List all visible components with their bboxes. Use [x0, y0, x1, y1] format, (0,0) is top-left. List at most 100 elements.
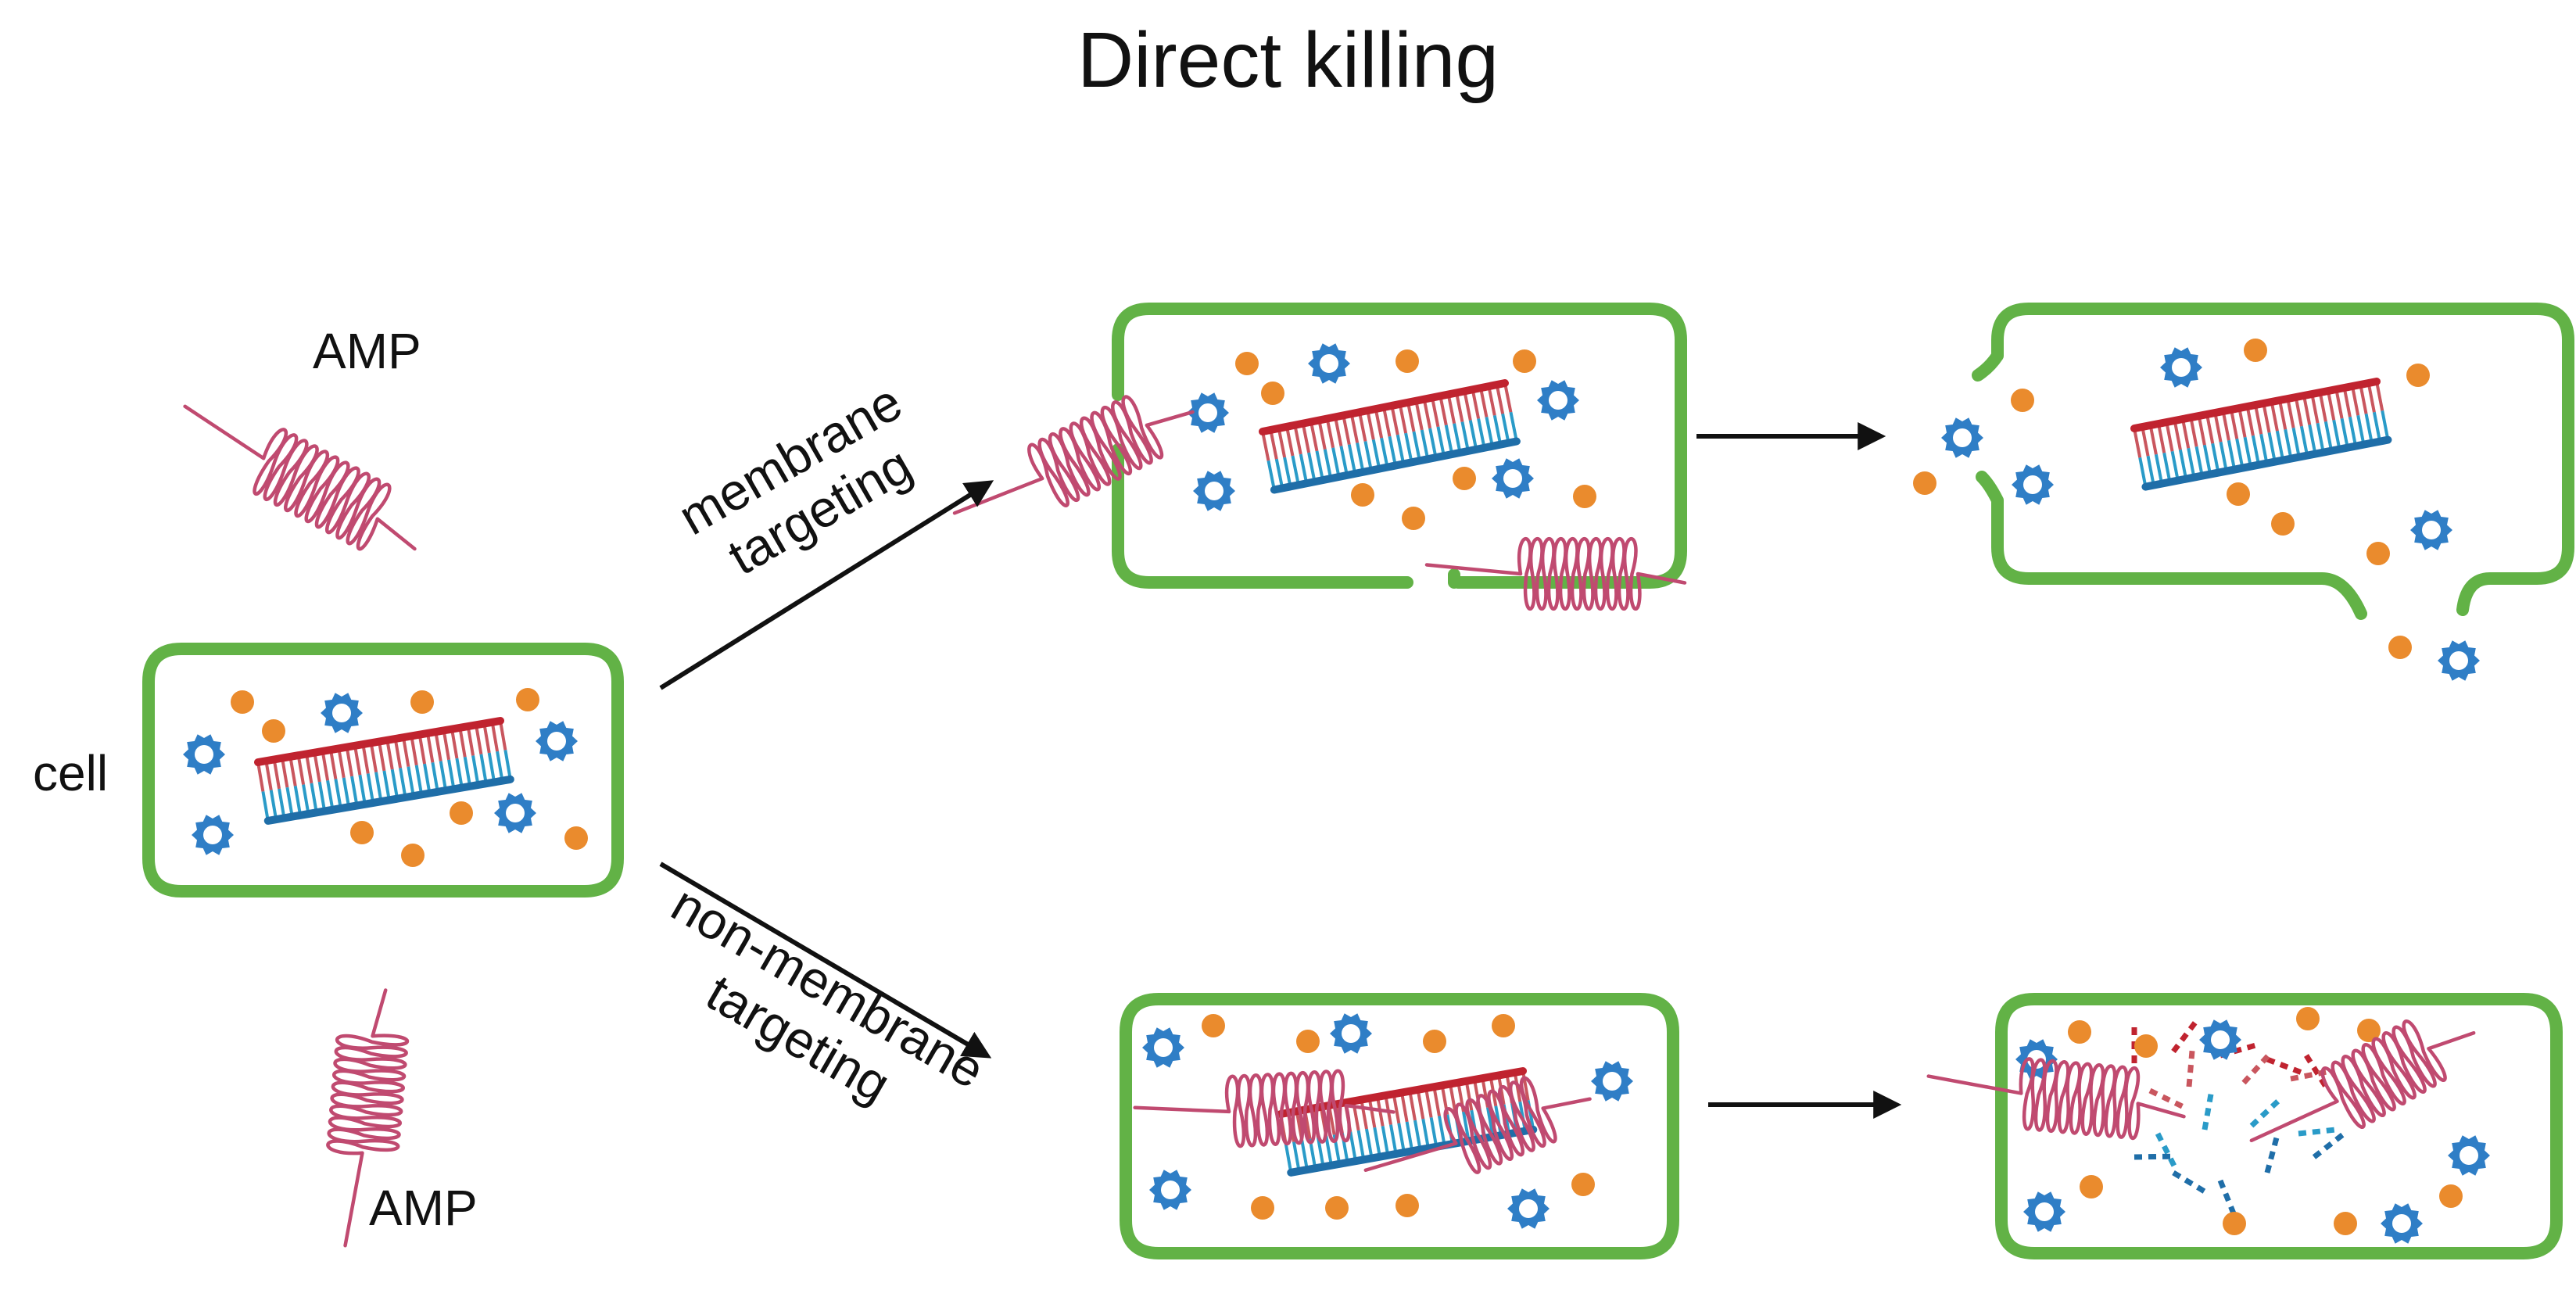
dna-rung: [2245, 406, 2255, 436]
metabolite-dot: [2271, 512, 2295, 536]
dna-rung: [1509, 411, 1518, 442]
amp-label-bottom: AMP: [369, 1180, 478, 1236]
dna-rung: [2356, 414, 2366, 445]
metabolite-dot: [2296, 1007, 2320, 1030]
amp-coil-path: [326, 988, 410, 1248]
dna-rung: [1468, 420, 1478, 450]
metabolite-dot: [1235, 352, 1259, 375]
amp-free-top: [183, 404, 417, 551]
dna-rung: [1413, 1120, 1422, 1150]
dna-rung: [385, 740, 394, 770]
dna-rung: [2213, 412, 2223, 442]
protein-icon: [1187, 392, 1229, 433]
protein-icon: [2448, 1135, 2490, 1176]
dna-helix-ruptured: [2130, 378, 2392, 491]
dna-rung: [1334, 417, 1343, 447]
protein-gear-hole: [1342, 1024, 1360, 1043]
dna-rung: [447, 759, 456, 790]
metabolite-dot: [2388, 636, 2412, 659]
protein-icon: [2410, 510, 2452, 550]
dna-rung: [2148, 425, 2158, 455]
amp-coil-path: [2249, 1019, 2476, 1143]
dna-rung: [317, 781, 327, 812]
dna-rung: [293, 786, 303, 816]
dna-rung: [2318, 392, 2327, 422]
dna-strand-bottom: [263, 775, 514, 825]
dna-rung: [1269, 429, 1278, 460]
dna-rung: [1356, 1130, 1366, 1160]
protein-gear-hole: [547, 732, 566, 751]
dna-rung: [1339, 446, 1349, 476]
dna-rung: [1503, 382, 1513, 413]
amp-coil-path: [1424, 537, 1687, 611]
metabolite-dot: [2068, 1020, 2091, 1044]
dna-rung: [1380, 437, 1389, 468]
dna-rung: [1365, 1128, 1374, 1159]
dna-rung: [281, 758, 289, 788]
dna-rung: [479, 754, 488, 784]
protein-icon: [2023, 1191, 2065, 1232]
dna-rung: [2262, 403, 2271, 433]
dna-rung: [2351, 385, 2360, 416]
protein-gear-hole: [2211, 1030, 2230, 1049]
metabolite-dot: [2334, 1212, 2357, 1235]
dna-rung: [358, 774, 367, 805]
dna-rung: [2302, 395, 2312, 425]
dna-rung: [2364, 413, 2374, 443]
metabolite-dot: [2406, 364, 2430, 387]
metabolite-dot: [2366, 542, 2390, 565]
dna-rung: [2230, 409, 2239, 439]
metabolite-dot: [2439, 1184, 2463, 1208]
dna-rung: [1395, 434, 1406, 464]
metabolite-dot: [1913, 471, 1936, 495]
dna-rung: [305, 754, 313, 784]
dna-rung: [1477, 418, 1486, 449]
dna-rung: [2181, 418, 2191, 449]
dna-rung: [1398, 403, 1408, 434]
dna-rung: [431, 762, 439, 793]
metabolite-dot: [1325, 1196, 1349, 1220]
dna-rung: [1487, 385, 1496, 416]
dna-rung: [1405, 1121, 1414, 1152]
dna-rung: [2227, 439, 2237, 470]
protein-gear-hole: [1320, 354, 1338, 373]
dna-rung: [1317, 420, 1327, 450]
dna-rung: [423, 763, 432, 794]
dna-rung: [499, 720, 507, 751]
dna-rung: [1463, 390, 1472, 421]
amp-coil-path: [183, 404, 417, 551]
dna-fragment: [2186, 1047, 2195, 1087]
dna-rung: [1501, 413, 1510, 443]
dna-rung: [2173, 420, 2182, 450]
protein-icon: [494, 793, 536, 833]
dna-rung: [2162, 452, 2172, 482]
protein-icon: [2012, 464, 2054, 505]
arrow-non-membrane-targeting: [659, 862, 992, 1059]
dna-rung: [2332, 419, 2341, 450]
metabolite-dot: [401, 844, 425, 867]
metabolite-dot: [2244, 339, 2267, 362]
dna-rung: [410, 736, 418, 766]
dna-rung: [378, 741, 386, 772]
amp-bound-right: [1363, 1076, 1592, 1174]
cell-membrane-intact: [142, 643, 624, 898]
dna-rung: [1292, 1141, 1301, 1172]
protein-icon: [1537, 380, 1579, 421]
dna-rung: [1432, 1086, 1441, 1116]
dna-rung: [1455, 392, 1464, 423]
dna-fragment: [2312, 1130, 2347, 1159]
dna-rung: [2178, 449, 2188, 479]
dna-rung: [2235, 438, 2245, 468]
metabolite-dot: [1296, 1030, 1320, 1053]
protein-gear-hole: [1549, 391, 1567, 410]
dna-rung: [1382, 407, 1392, 437]
dna-rung: [1284, 1143, 1293, 1173]
amp-coil-path: [1363, 1076, 1592, 1174]
dna-fragment: [2134, 1153, 2174, 1160]
dna-rung: [2308, 424, 2317, 454]
dna-rung: [1444, 425, 1454, 455]
cell-membrane-damaged: [1995, 993, 2563, 1259]
cell-membrane-nonmembrane: [1120, 993, 1679, 1259]
dna-rung: [2211, 442, 2220, 473]
metabolite-dot: [1351, 483, 1374, 507]
